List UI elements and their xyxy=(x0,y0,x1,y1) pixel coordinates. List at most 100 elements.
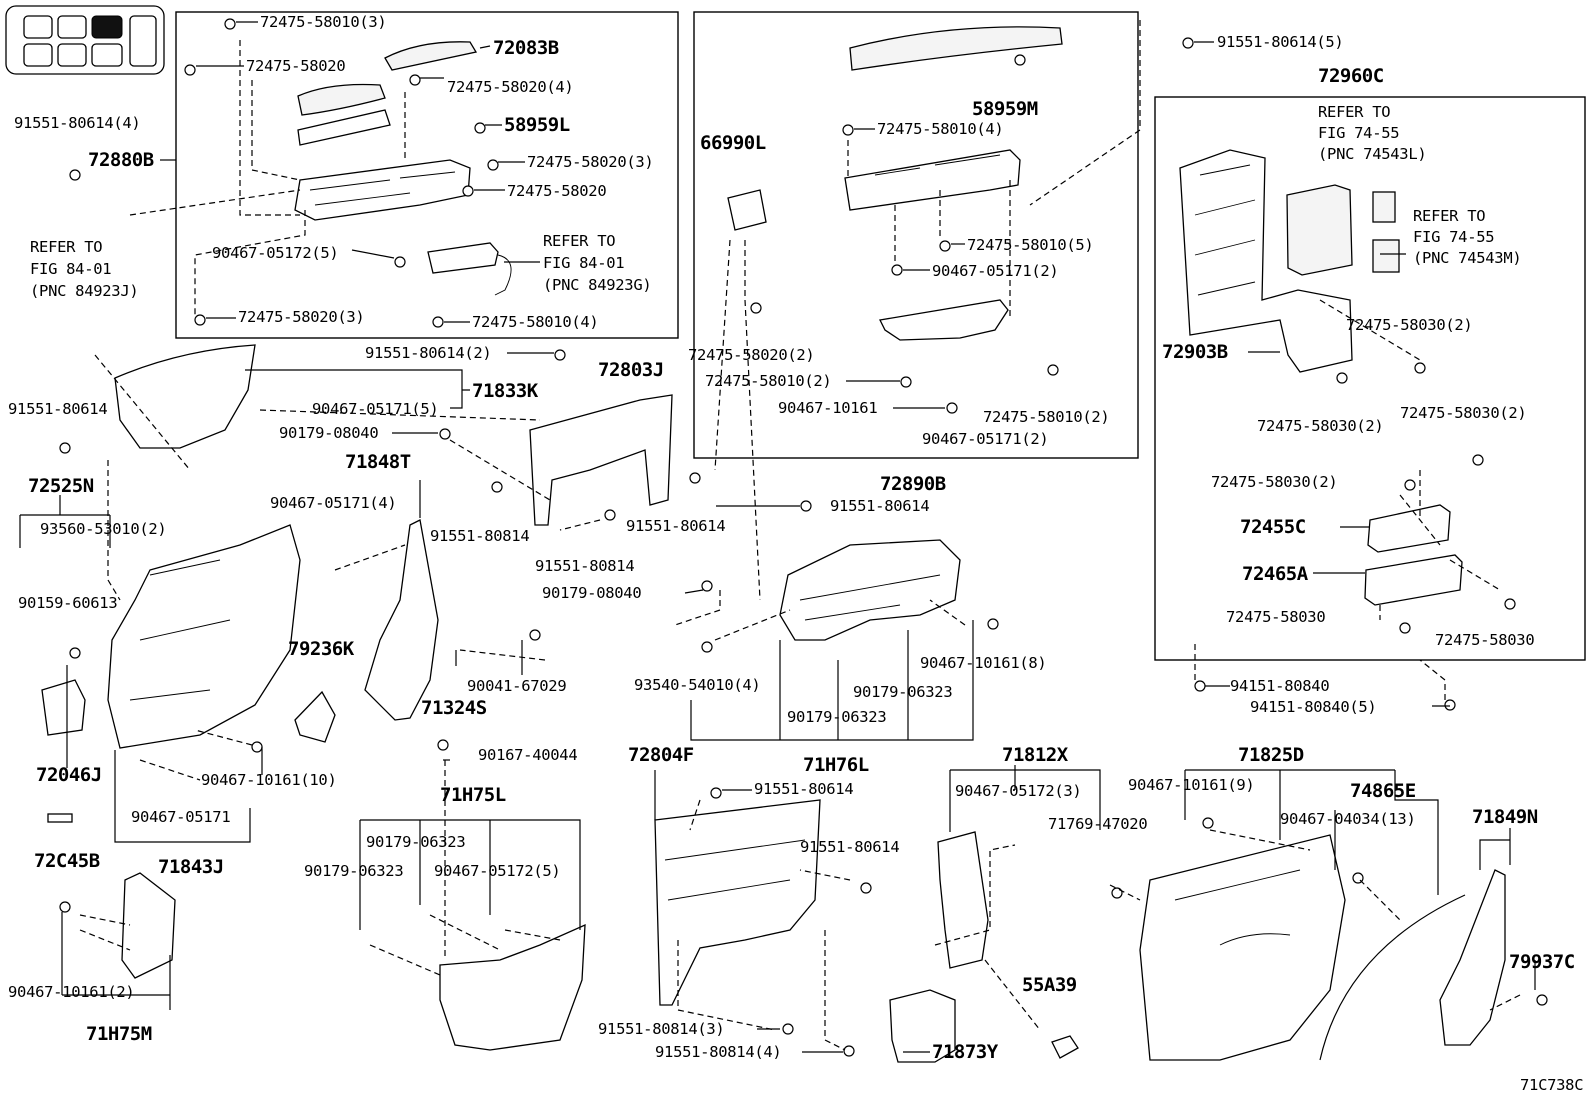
label-90467-05172-5b: 90467-05172(5) xyxy=(434,862,560,880)
label-90167-40044: 90167-40044 xyxy=(478,746,577,764)
label-91551-80614-e: 91551-80614 xyxy=(800,838,899,856)
label-72475-58010-2b: 72475-58010(2) xyxy=(983,408,1109,426)
label-90467-05171-4: 90467-05171(4) xyxy=(270,494,396,512)
frame-72890B-group xyxy=(693,11,1139,459)
part-labels: 72475-58010(3) 72475-58020 72475-58020(4… xyxy=(8,13,1535,1061)
label-72903B: 72903B xyxy=(1162,341,1228,363)
window-switch-66990L xyxy=(727,189,767,231)
label-91551-80614-c: 91551-80614 xyxy=(830,497,929,515)
label-90179-08040-a: 90179-08040 xyxy=(279,424,378,442)
clip-55A39 xyxy=(1051,1035,1079,1059)
part-72C45B xyxy=(47,813,73,823)
refer-74543L-line2: FIG 74-55 xyxy=(1318,124,1399,142)
label-71825D: 71825D xyxy=(1238,744,1304,766)
label-72C45B: 72C45B xyxy=(34,850,100,872)
fasteners xyxy=(59,18,1548,1057)
trim-upper-71833K xyxy=(114,344,256,449)
label-66990L: 66990L xyxy=(700,132,766,154)
bracket-72455C xyxy=(1367,504,1451,553)
label-72475-58020-a: 72475-58020 xyxy=(246,57,345,75)
label-71H76L: 71H76L xyxy=(803,754,869,776)
refer-74543M-line3: (PNC 74543M) xyxy=(1413,249,1521,267)
label-71812X: 71812X xyxy=(1002,744,1069,766)
quarter-trim-71843J xyxy=(107,524,301,749)
refer-84923G-line2: FIG 84-01 xyxy=(543,254,624,272)
label-90467-10161-2: 90467-10161(2) xyxy=(8,983,134,1001)
label-79236K: 79236K xyxy=(288,638,355,660)
label-90467-05172-5a: 90467-05172(5) xyxy=(212,244,338,262)
label-90467-10161-a: 90467-10161 xyxy=(778,399,877,417)
frame-72804F xyxy=(654,799,821,1006)
bracket-72465A xyxy=(1364,554,1463,606)
label-90179-06323-d: 90179-06323 xyxy=(304,862,403,880)
refer-84923J-line3: (PNC 84923J) xyxy=(30,282,138,300)
leader-lines xyxy=(19,21,1536,1053)
refer-note-74543M: REFER TO FIG 74-55 (PNC 74543M) xyxy=(1413,207,1522,267)
label-72475-58030-b: 72475-58030 xyxy=(1435,631,1534,649)
panel-71849N xyxy=(1439,869,1506,1046)
refer-note-84923G: REFER TO FIG 84-01 (PNC 84923G) xyxy=(543,232,652,294)
panel-72046J xyxy=(41,679,86,736)
armrest-switch-base-72880B xyxy=(294,159,471,221)
refer-note-74543L: REFER TO FIG 74-55 (PNC 74543L) xyxy=(1318,103,1427,163)
label-93540-54010-4: 93540-54010(4) xyxy=(634,676,760,694)
label-72475-58010-4a: 72475-58010(4) xyxy=(472,313,598,331)
label-79937C: 79937C xyxy=(1509,951,1575,973)
label-71873Y: 71873Y xyxy=(932,1041,999,1063)
label-58959M: 58959M xyxy=(972,98,1038,120)
label-91551-80814-3: 91551-80814(3) xyxy=(598,1020,724,1038)
label-90467-10161-10: 90467-10161(10) xyxy=(201,771,336,789)
label-91551-80614-b: 91551-80614 xyxy=(626,517,725,535)
frame-72960C-group xyxy=(1154,96,1586,661)
door-trim-71825D xyxy=(1139,834,1346,1061)
label-90467-05171-2b: 90467-05171(2) xyxy=(922,430,1048,448)
bracket-79236K xyxy=(294,690,336,743)
label-72475-58030-a: 72475-58030 xyxy=(1226,608,1325,626)
cup-tray xyxy=(879,299,1009,341)
label-72475-58010-2a: 72475-58010(2) xyxy=(705,372,831,390)
label-72465A: 72465A xyxy=(1242,563,1309,585)
label-90467-05172-3: 90467-05172(3) xyxy=(955,782,1081,800)
refer-74543L-line1: REFER TO xyxy=(1318,103,1390,121)
label-94151-80840-5: 94151-80840(5) xyxy=(1250,698,1376,716)
label-72880B: 72880B xyxy=(88,149,154,171)
label-93560-53010-2: 93560-53010(2) xyxy=(40,520,166,538)
label-72475-58020-4: 72475-58020(4) xyxy=(447,78,573,96)
label-71849N: 71849N xyxy=(1472,806,1538,828)
label-72475-58010-5: 72475-58010(5) xyxy=(967,236,1093,254)
refer-84923J-line1: REFER TO xyxy=(30,238,102,256)
label-72890B: 72890B xyxy=(880,473,946,495)
label-71848T: 71848T xyxy=(345,451,411,473)
label-71H75M: 71H75M xyxy=(86,1023,152,1045)
label-91551-80814-b: 91551-80814 xyxy=(535,557,634,575)
refer-74543M-line2: FIG 74-55 xyxy=(1413,228,1494,246)
label-72475-58020-3b: 72475-58020(3) xyxy=(238,308,364,326)
label-72475-58030-2c: 72475-58030(2) xyxy=(1400,404,1526,422)
label-71324S: 71324S xyxy=(421,697,487,719)
armrest-pad-72083B xyxy=(384,41,478,71)
label-72475-58020-b: 72475-58020 xyxy=(507,182,606,200)
label-91551-80614-4: 91551-80614(4) xyxy=(14,114,140,132)
label-72083B: 72083B xyxy=(493,37,559,59)
refer-84923G-line3: (PNC 84923G) xyxy=(543,276,651,294)
label-90179-06323-a: 90179-06323 xyxy=(853,683,952,701)
label-71843J: 71843J xyxy=(158,856,224,878)
armrest-cover xyxy=(297,83,391,146)
ecu-label-74543M xyxy=(1372,239,1400,273)
refer-84923G-line1: REFER TO xyxy=(543,232,615,250)
ecu-label-74543L xyxy=(1372,191,1396,223)
cover-71H75M xyxy=(121,872,176,979)
weatherstrip-74865E xyxy=(1319,894,1466,1061)
diagram-code: 71C738C xyxy=(1520,1076,1583,1094)
bin-71873Y xyxy=(889,989,956,1063)
refer-note-84923J: REFER TO FIG 84-01 (PNC 84923J) xyxy=(30,238,139,300)
label-90467-05171-5: 90467-05171(5) xyxy=(312,400,438,418)
label-90467-10161-8: 90467-10161(8) xyxy=(920,654,1046,672)
label-72803J: 72803J xyxy=(598,359,664,381)
label-72475-58010-4b: 72475-58010(4) xyxy=(877,120,1003,138)
switch-module-84923G xyxy=(427,242,512,296)
label-91551-80614-a: 91551-80614 xyxy=(8,400,107,418)
label-72960C: 72960C xyxy=(1318,65,1384,87)
